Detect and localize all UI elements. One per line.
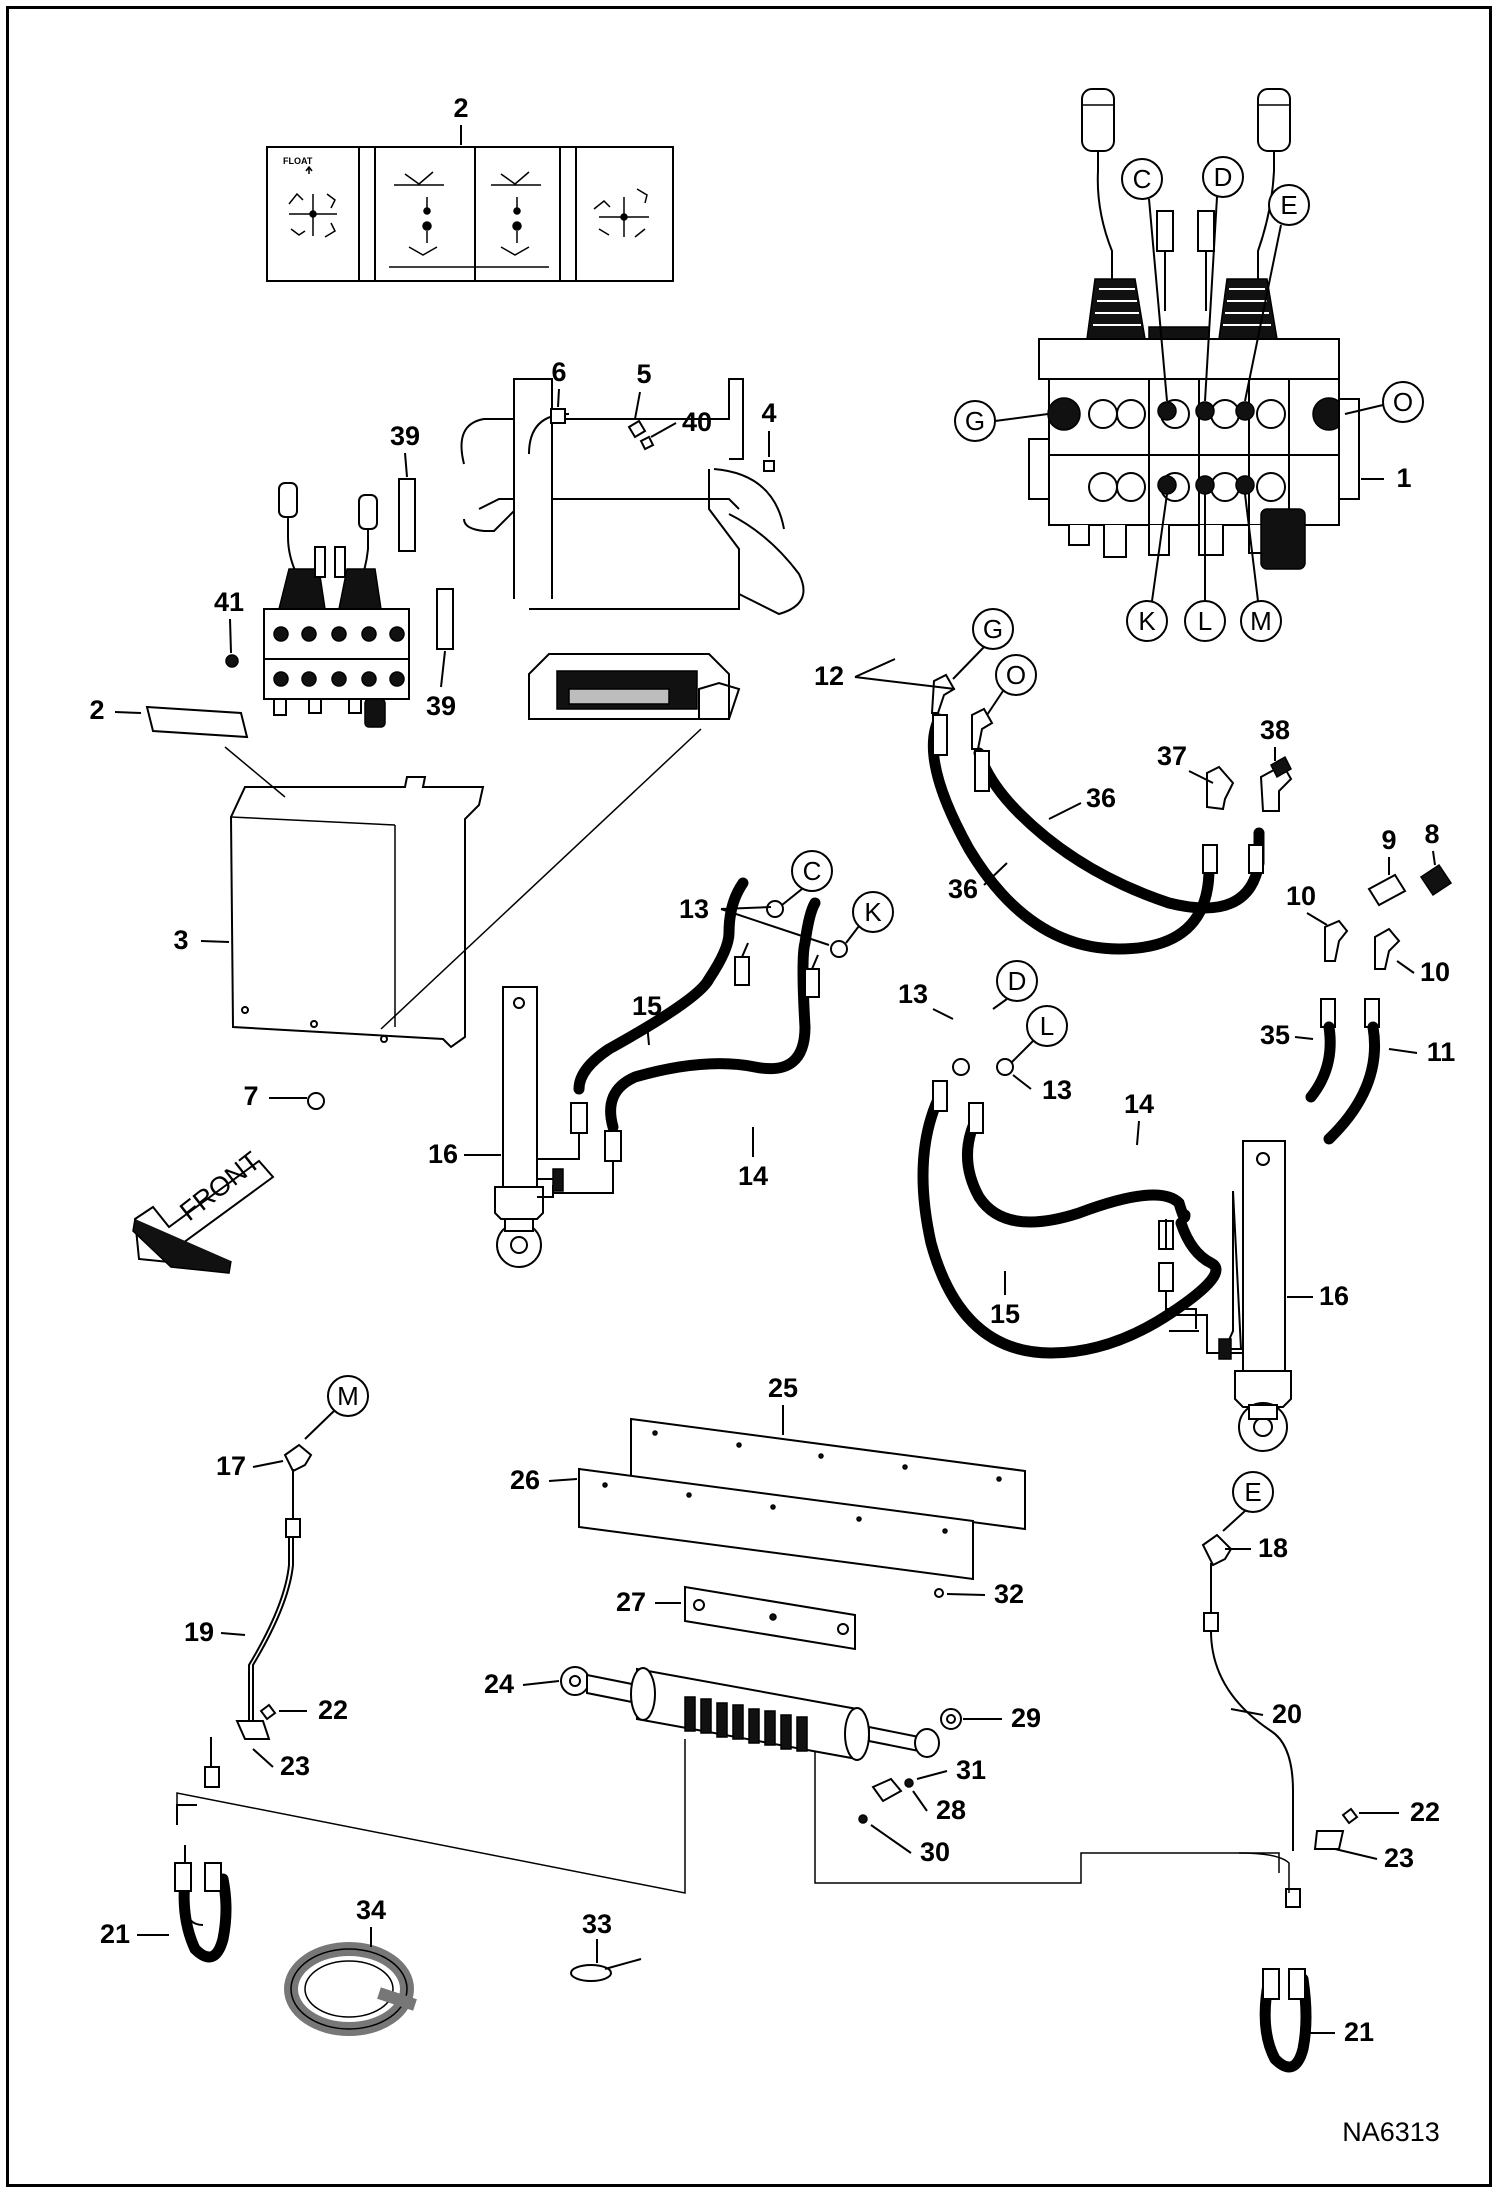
callout-16-left: 16 [428,1139,458,1169]
hose-ports-left: C K [781,850,894,944]
hose-wrap [284,1942,417,2036]
callout-27: 27 [616,1587,646,1617]
port-label-E: E [1280,190,1297,220]
port-label-M: M [1250,606,1272,636]
callout-14-left: 14 [738,1161,768,1191]
callout-21-right: 21 [1344,2017,1374,2047]
hose-port-L: L [1040,1011,1054,1041]
control-decal: FLOAT [266,146,674,282]
callout-34: 34 [356,1895,386,1925]
callout-23-right: 23 [1384,1843,1414,1873]
mount-hardware [225,408,775,1110]
callout-33: 33 [582,1909,612,1939]
port-label-L: L [1198,606,1212,636]
callout-15-right: 15 [990,1299,1020,1329]
left-cylinder [494,986,564,1268]
callout-35: 35 [1260,1020,1290,1050]
callout-7: 7 [243,1081,258,1111]
port-label-D: D [1214,162,1233,192]
callout-11: 11 [1427,1037,1456,1067]
upper-right-hoses [927,673,1293,955]
callout-19: 19 [184,1617,214,1647]
valve-port-labels: C D E G O K L M [954,156,1424,642]
callout-10-top: 10 [1286,881,1316,911]
callout-22-left: 22 [318,1695,348,1725]
left-hoses [537,877,848,1194]
callout-40: 40 [682,407,712,437]
hose-port-C: C [803,856,822,886]
callout-32: 32 [994,1579,1024,1609]
hose-port-K: K [864,897,882,927]
callout-39-bottom: 39 [426,691,456,721]
port-label-C: C [1133,164,1152,194]
callout-17: 17 [216,1451,246,1481]
callout-26: 26 [510,1465,540,1495]
callout-25: 25 [768,1373,798,1403]
callout-38: 38 [1260,715,1290,745]
callout-3: 3 [173,925,188,955]
callout-31: 31 [956,1755,986,1785]
callout-1: 1 [1396,463,1411,493]
callout-12: 12 [814,661,844,691]
callout-6: 6 [551,357,566,387]
callout-2-decal: 2 [453,93,468,123]
small-valve-assembly [263,482,410,728]
valve-cover [229,776,485,1049]
callout-28: 28 [936,1795,966,1825]
control-valve-assembly [1028,88,1360,570]
callout-37: 37 [1157,741,1187,771]
cable-tie [570,1958,642,1982]
callout-13-right-top: 13 [898,979,928,1009]
lower-right-tube: E [1201,1471,1359,2073]
decal-float-text: FLOAT [283,156,313,166]
front-direction-arrow: FRONT [132,1146,275,1274]
right-cylinder [1218,1140,1292,1452]
callout-15-left: 15 [632,991,662,1021]
callout-30: 30 [920,1837,950,1867]
callout-36-upper: 36 [1086,783,1116,813]
callout-23-left: 23 [280,1751,310,1781]
callout-36-lower: 36 [948,874,978,904]
callout-20: 20 [1272,1699,1302,1729]
port-label-G: G [965,406,985,436]
hose-ports-upper: G O [952,608,1037,716]
callout-39-top: 39 [390,421,420,451]
port-label-K: K [1138,606,1156,636]
parts-diagram-page: FLOAT 2 [6,6,1492,2187]
hose-ports-right: D L [992,960,1068,1064]
callout-29: 29 [1011,1703,1041,1733]
callout-21-left: 21 [100,1919,130,1949]
steering-cylinder [560,1666,962,1824]
callout-2-small: 2 [89,695,104,725]
callout-8: 8 [1424,819,1439,849]
hose-port-M: M [337,1381,359,1411]
callout-22-right: 22 [1410,1797,1440,1827]
callout-13-right-bottom: 13 [1042,1075,1072,1105]
hose-port-O: O [1006,660,1026,690]
shield-panels [578,1417,1026,1598]
hose-port-E: E [1244,1477,1261,1507]
callout-14-right: 14 [1124,1089,1154,1119]
mounting-plate [684,1585,856,1651]
callout-16-right: 16 [1319,1281,1349,1311]
hose-port-G: G [983,614,1003,644]
callout-24: 24 [484,1669,514,1699]
callout-9: 9 [1381,825,1396,855]
callout-4: 4 [761,398,776,428]
callout-18: 18 [1258,1533,1288,1563]
hose-port-D: D [1008,966,1027,996]
exploded-parts-diagram: FLOAT 2 [89,88,1456,2147]
valve-mount-frame [460,378,805,720]
callout-5: 5 [636,359,651,389]
adapter-fittings [1305,863,1453,1145]
drawing-reference: NA6313 [1342,2117,1440,2147]
callout-41: 41 [214,587,244,617]
right-hoses [917,1058,1243,1359]
decal-small [145,705,249,739]
callout-10-bottom: 10 [1420,957,1450,987]
callout-13-left: 13 [679,894,709,924]
lower-left-tube: M [174,1375,369,1963]
port-label-O: O [1393,387,1413,417]
